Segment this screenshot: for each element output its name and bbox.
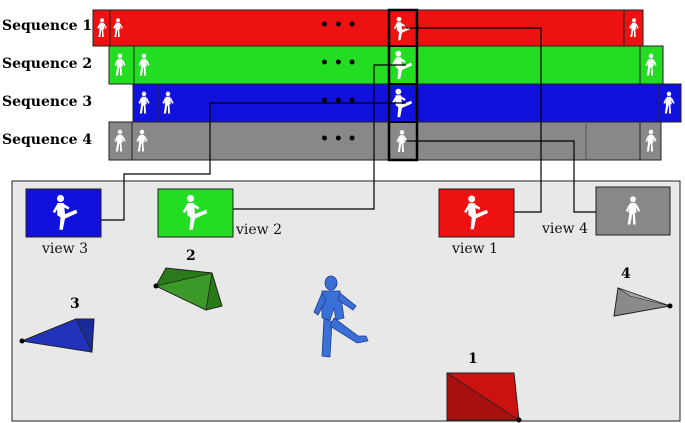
view-2-label: view 2	[236, 222, 282, 238]
view-3-thumbnail	[26, 189, 101, 237]
view-4-thumbnail	[596, 187, 670, 235]
camera-3-number: 3	[70, 296, 80, 312]
sequence-1-label: Sequence 1	[2, 18, 97, 34]
sequence-1-ellipsis: • • •	[320, 17, 370, 33]
view-1-label: view 1	[452, 241, 498, 257]
view-3-label: view 3	[42, 241, 88, 257]
sequence-2-label: Sequence 2	[2, 56, 97, 72]
camera-1-number: 1	[468, 351, 478, 367]
view-1-thumbnail	[439, 189, 514, 237]
sequence-4-bar	[109, 122, 661, 160]
sequence-4-label: Sequence 4	[2, 132, 97, 148]
sequence-3-ellipsis: • • •	[320, 93, 370, 109]
sequence-3-label: Sequence 3	[2, 94, 97, 110]
camera-1-icon	[447, 373, 522, 423]
view-2-thumbnail	[158, 189, 233, 237]
camera-4-number: 4	[621, 266, 631, 282]
sequence-4-ellipsis: • • •	[320, 131, 370, 147]
camera-2-number: 2	[186, 248, 196, 264]
view-4-label: view 4	[542, 221, 588, 237]
sequence-2-ellipsis: • • •	[320, 55, 370, 71]
